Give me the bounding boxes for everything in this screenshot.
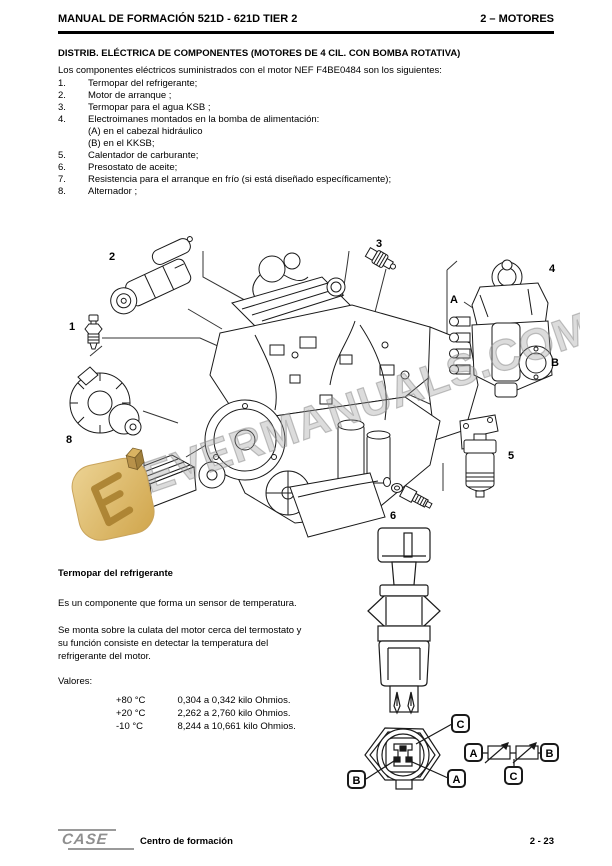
callout-6: 6 (390, 510, 396, 522)
thermocouple-paragraph-2-line: refrigerante del motor. (58, 651, 151, 662)
list-item-text: Presostato de aceite; (88, 162, 178, 173)
list-item-text: Motor de arranque ; (88, 90, 172, 101)
list-item: 3. Termopar para el agua KSB ; (58, 102, 211, 113)
list-item-text: Termopar para el agua KSB ; (88, 102, 211, 113)
value-temp: -10 °C (116, 721, 144, 732)
thermocouple-heading: Termopar del refrigerante (58, 568, 173, 579)
callout-3: 3 (376, 238, 382, 250)
value-row: -10 °C 8,244 a 10,661 kilo Ohmios. (116, 716, 296, 734)
injection-pump-drawing (449, 259, 554, 398)
list-item-text: Alternador ; (88, 186, 138, 197)
engine-figure: 1 2 3 4 5 6 8 A B EVERMANUALS.COM (40, 225, 598, 575)
case-logo-line-top (58, 829, 116, 831)
bottom-view-label-B: B (353, 775, 361, 787)
fuel-filter-drawing (459, 414, 499, 498)
case-logo-text: CASE (61, 831, 109, 848)
value-range: 8,244 a 10,661 kilo Ohmios. (177, 721, 296, 732)
callout-A: A (450, 294, 458, 306)
callout-2: 2 (109, 251, 115, 263)
list-item-number: 6. (58, 162, 66, 173)
bottom-view-label-A: A (453, 774, 461, 786)
callout-5: 5 (508, 450, 514, 462)
list-item-text: Electroimanes montados en la bomba de al… (88, 114, 320, 125)
list-item: 4. Electroimanes montados en la bomba de … (58, 114, 319, 125)
list-item: 6. Presostato de aceite; (58, 162, 177, 173)
value-row: +20 °C 2,262 a 2,760 kilo Ohmios. (116, 703, 290, 721)
header-title-left: MANUAL DE FORMACIÓN 521D - 621D TIER 2 (58, 13, 298, 25)
section-title: DISTRIB. ELÉCTRICA DE COMPONENTES (MOTOR… (58, 48, 461, 59)
gold-logo (71, 447, 155, 541)
sensor-view-leaders (347, 714, 470, 789)
schematic-label-C: C (510, 771, 518, 783)
list-item-text: Termopar del refrigerante; (88, 78, 198, 89)
sensor-illustration: C B A A B C (347, 527, 559, 790)
list-item-number: 7. (58, 174, 66, 185)
list-item-number: 8. (58, 186, 66, 197)
callout-8: 8 (66, 434, 72, 446)
page-number: 2 - 23 (529, 836, 554, 847)
list-item-text: Resistencia para el arranque en frío (si… (88, 174, 392, 185)
list-item-number: 4. (58, 114, 66, 125)
bottom-view-label-C: C (457, 719, 465, 731)
ksb-sensor-drawing (364, 246, 396, 270)
engine-block-drawing (198, 252, 479, 538)
values-label: Valores: (58, 676, 93, 687)
sensor-schematic (464, 742, 559, 785)
alternator-drawing (69, 366, 142, 436)
list-item: 1. Termopar del refrigerante; (58, 78, 197, 89)
list-item: 2. Motor de arranque ; (58, 90, 171, 101)
list-item-number: 1. (58, 78, 66, 89)
schematic-label-A: A (470, 748, 478, 760)
figure-callouts: 1 2 3 4 5 6 8 A B (66, 238, 559, 522)
list-subitem: (B) en el KKSB; (88, 138, 155, 149)
callout-B: B (551, 357, 559, 369)
thermocouple-paragraph-2-line: Se monta sobre la culata del motor cerca… (58, 625, 302, 636)
footer-text: Centro de formación (140, 836, 233, 847)
starter-motor-drawing (110, 236, 193, 315)
header-rule (58, 31, 554, 34)
schematic-label-B: B (546, 748, 554, 760)
section-intro: Los componentes eléctricos suministrados… (58, 65, 442, 76)
value-temp: +20 °C (116, 708, 146, 719)
list-item: 5. Calentador de carburante; (58, 150, 198, 161)
sensor-side-view (367, 527, 441, 715)
list-item-text: Calentador de carburante; (88, 150, 199, 161)
engine-illustration: 1 2 3 4 5 6 8 A B EVERMANUALS.COM (66, 236, 598, 541)
value-range: 2,262 a 2,760 kilo Ohmios. (177, 708, 291, 719)
list-item-number: 2. (58, 90, 66, 101)
value-row: +80 °C 0,304 a 0,342 kilo Ohmios. (116, 690, 290, 708)
list-item-number: 3. (58, 102, 66, 113)
callout-1: 1 (69, 321, 75, 333)
thermocouple-paragraph-1: Es un componente que forma un sensor de … (58, 598, 297, 609)
callout-4: 4 (549, 263, 556, 275)
thermocouple-paragraph-2-line: su función consiste en detectar la tempe… (58, 638, 269, 649)
value-range: 0,304 a 0,342 kilo Ohmios. (177, 695, 291, 706)
list-item: 8. Alternador ; (58, 186, 137, 197)
sensor-figure: C B A A B C (330, 500, 580, 800)
list-subitem: (A) en el cabezal hidráulico (88, 126, 203, 137)
oil-pressure-switch-drawing (383, 477, 433, 509)
coolant-sensor-drawing (84, 314, 103, 350)
value-temp: +80 °C (116, 695, 146, 706)
list-item-number: 5. (58, 150, 66, 161)
case-logo: CASE (58, 829, 134, 851)
list-item: 7. Resistencia para el arranque en frío (… (58, 174, 391, 185)
case-logo-line-bottom (68, 848, 134, 850)
header-title-right: 2 – MOTORES (480, 13, 554, 25)
